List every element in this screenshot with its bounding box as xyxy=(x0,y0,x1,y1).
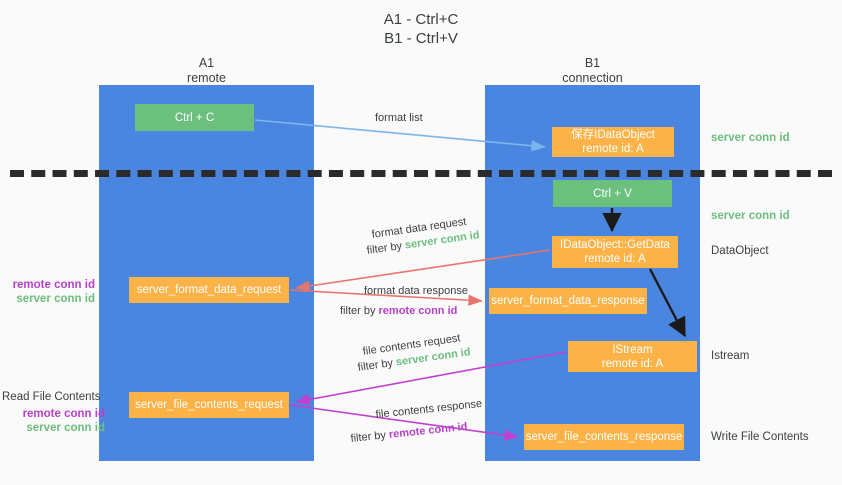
box-server-format-data-response[interactable]: server_format_data_response xyxy=(489,288,647,314)
label-remote-conn-id-2: remote conn id xyxy=(22,408,105,420)
label-group-format-data: remote conn id server conn id xyxy=(10,278,95,306)
box-ctrl-v[interactable]: Ctrl + V xyxy=(553,180,672,207)
filter-key-remote-conn-id-1: remote conn id xyxy=(378,305,458,317)
label-server-conn-id-1: server conn id xyxy=(16,293,95,305)
edge-label-format-data-response: format data response xyxy=(364,285,468,297)
label-server-conn-id-2: server conn id xyxy=(26,422,105,434)
edge-label-file-contents-response-filter: filter by remote conn id xyxy=(350,421,468,445)
box-server-file-contents-response[interactable]: server_file_contents_response xyxy=(524,424,684,450)
box-idataobject-getdata[interactable]: IDataObject::GetData remote id: A xyxy=(552,236,678,268)
box-server-file-contents-request[interactable]: server_file_contents_request xyxy=(129,392,289,418)
phase-divider xyxy=(10,170,832,177)
box-idataobject[interactable]: 保存IDataObject remote id: A xyxy=(552,127,674,157)
box-server-format-data-request[interactable]: server_format_data_request xyxy=(129,277,289,303)
label-server-conn-id-top: server conn id xyxy=(711,132,790,144)
box-istream[interactable]: IStream remote id: A xyxy=(568,341,697,372)
filter-prefix-4: filter by xyxy=(350,428,390,445)
box-ctrl-c[interactable]: Ctrl + C xyxy=(135,104,254,131)
edge-label-format-list: format list xyxy=(375,112,423,124)
label-remote-conn-id-1: remote conn id xyxy=(12,279,95,291)
label-write-file-contents: Write File Contents xyxy=(711,431,809,443)
lane-a1-header: A1 remote xyxy=(187,56,226,85)
label-server-conn-id-second: server conn id xyxy=(711,210,790,222)
label-group-read-file-contents: Read File Contents remote conn id server… xyxy=(2,391,105,435)
filter-key-remote-conn-id-2: remote conn id xyxy=(388,420,468,441)
edge-label-file-contents-response: file contents response xyxy=(375,397,483,421)
edge-label-format-data-response-filter: filter by remote conn id xyxy=(340,305,457,317)
filter-prefix-2: filter by xyxy=(340,305,379,317)
page-title: A1 - Ctrl+C B1 - Ctrl+V xyxy=(383,11,459,47)
filter-prefix-3: filter by xyxy=(357,356,397,374)
lane-b1-header: B1 connection xyxy=(562,56,623,85)
label-read-file-contents: Read File Contents xyxy=(2,391,101,403)
label-dataobject: DataObject xyxy=(711,245,769,257)
label-istream: Istream xyxy=(711,350,750,362)
filter-prefix-1: filter by xyxy=(366,239,406,257)
